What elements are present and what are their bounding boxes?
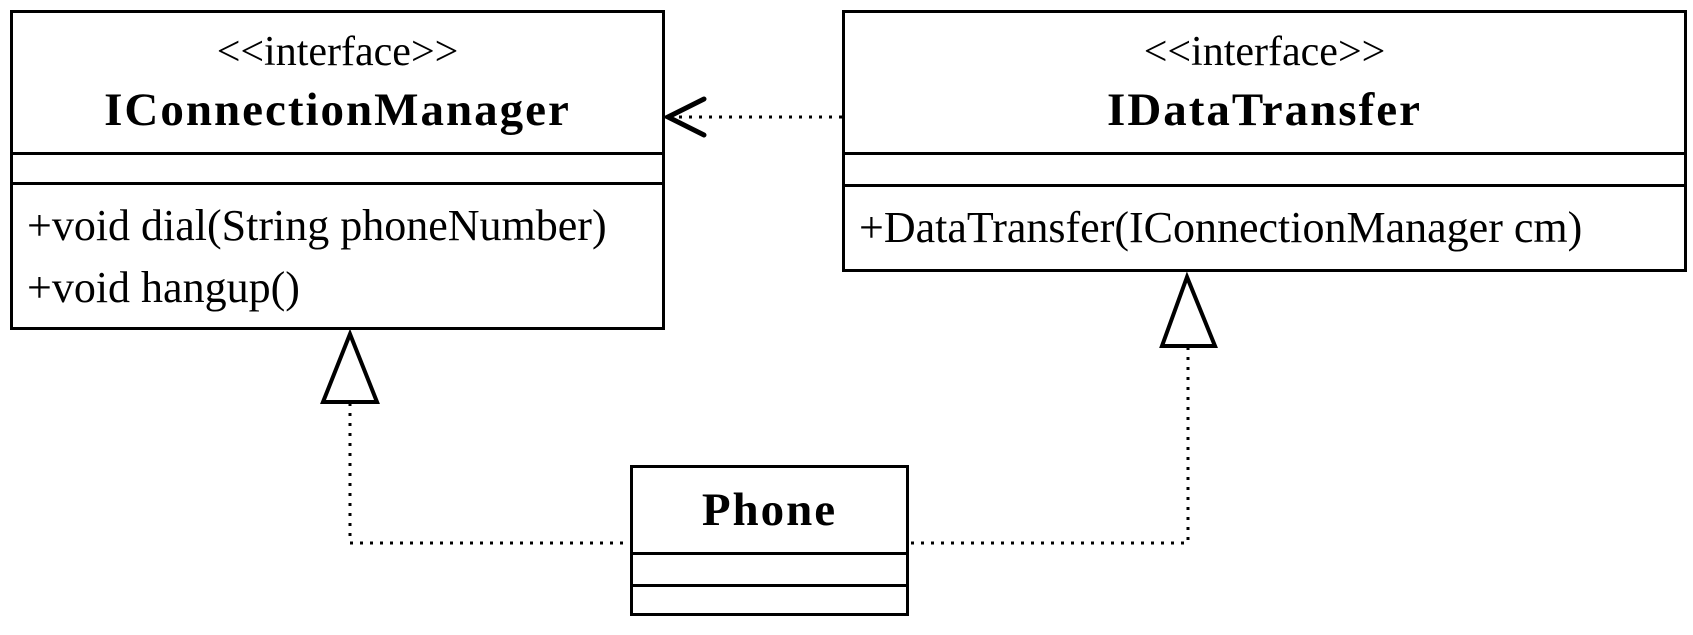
methods-compartment: +DataTransfer(IConnectionManager cm) bbox=[845, 184, 1684, 269]
class-box-iconnectionmanager: <<interface>> IConnectionManager +void d… bbox=[10, 10, 665, 330]
method-label: +void dial(String phoneNumber) bbox=[27, 201, 607, 250]
stereotype-label: <<interface>> bbox=[216, 28, 459, 75]
attributes-compartment bbox=[13, 152, 662, 182]
class-title-compartment: <<interface>> IDataTransfer bbox=[845, 13, 1684, 152]
methods-compartment bbox=[633, 584, 906, 613]
method-label: +DataTransfer(IConnectionManager cm) bbox=[859, 203, 1583, 252]
class-title-compartment: Phone bbox=[633, 468, 906, 552]
hollow-triangle-arrowhead-icon bbox=[320, 328, 380, 404]
open-arrowhead-icon bbox=[662, 96, 707, 138]
realization-phone-to-idatatransfer bbox=[909, 271, 1218, 545]
realization-phone-to-iconnectionmanager bbox=[320, 328, 630, 545]
method-label: +void hangup() bbox=[27, 263, 300, 312]
hollow-triangle-arrowhead-icon bbox=[1159, 271, 1218, 348]
class-box-idatatransfer: <<interface>> IDataTransfer +DataTransfe… bbox=[842, 10, 1687, 272]
stereotype-label: <<interface>> bbox=[1143, 28, 1386, 75]
class-box-phone: Phone bbox=[630, 465, 909, 616]
realization-dotted-line bbox=[909, 347, 1190, 545]
attributes-compartment bbox=[633, 552, 906, 584]
class-name: Phone bbox=[701, 484, 838, 536]
attributes-compartment bbox=[845, 152, 1684, 184]
dependency-arrow-idatatransfer-to-iconnectionmanager bbox=[662, 96, 842, 138]
class-name: IConnectionManager bbox=[104, 83, 571, 136]
class-name: IDataTransfer bbox=[1107, 83, 1422, 136]
realization-dotted-line bbox=[348, 403, 630, 545]
methods-compartment: +void dial(String phoneNumber) +void han… bbox=[13, 182, 662, 327]
class-title-compartment: <<interface>> IConnectionManager bbox=[13, 13, 662, 152]
